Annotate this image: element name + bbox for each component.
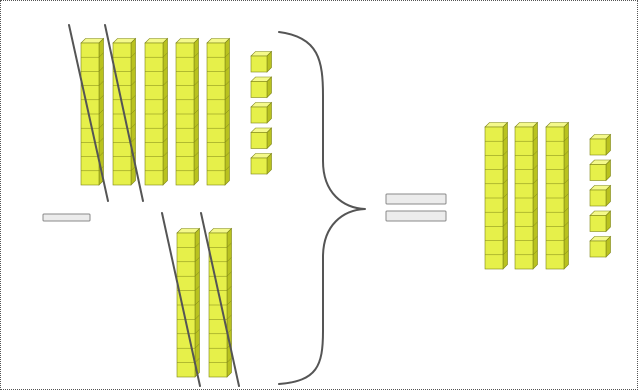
minuend-ten-rod (175, 37, 200, 186)
minuend-ten-rod (206, 37, 231, 186)
result-unit-cube (589, 133, 612, 156)
subtrahend-strike-line (200, 212, 240, 387)
minuend-ten-rod (80, 37, 105, 186)
minuend-unit-cube (250, 76, 273, 99)
minuend-unit-cube (250, 127, 273, 150)
subtrahend-ten-rod (176, 227, 201, 378)
subtrahend-strike-line (161, 212, 201, 387)
minus-sign (42, 213, 91, 222)
operators (42, 31, 447, 385)
minuend-blocks (68, 24, 273, 202)
minuend-strike-line (104, 24, 144, 202)
minuend-unit-cube (250, 50, 273, 73)
minuend-unit-cube (250, 152, 273, 175)
minuend-strike-line (68, 24, 109, 202)
equals-bottom-bar (385, 210, 447, 222)
result-ten-rod (514, 121, 539, 270)
right-curly-brace (278, 31, 366, 385)
equals-sign (385, 193, 447, 222)
result-unit-cube (589, 235, 612, 258)
result-ten-rod (484, 121, 509, 270)
result-ten-rod (545, 121, 570, 270)
result-unit-cube (589, 159, 612, 182)
result-blocks (484, 121, 612, 270)
result-unit-cube (589, 184, 612, 207)
result-unit-cube (589, 210, 612, 233)
minuend-ten-rod (144, 37, 169, 186)
minuend-unit-cube (250, 101, 273, 124)
equals-top-bar (385, 193, 447, 205)
subtrahend-blocks (161, 212, 240, 387)
